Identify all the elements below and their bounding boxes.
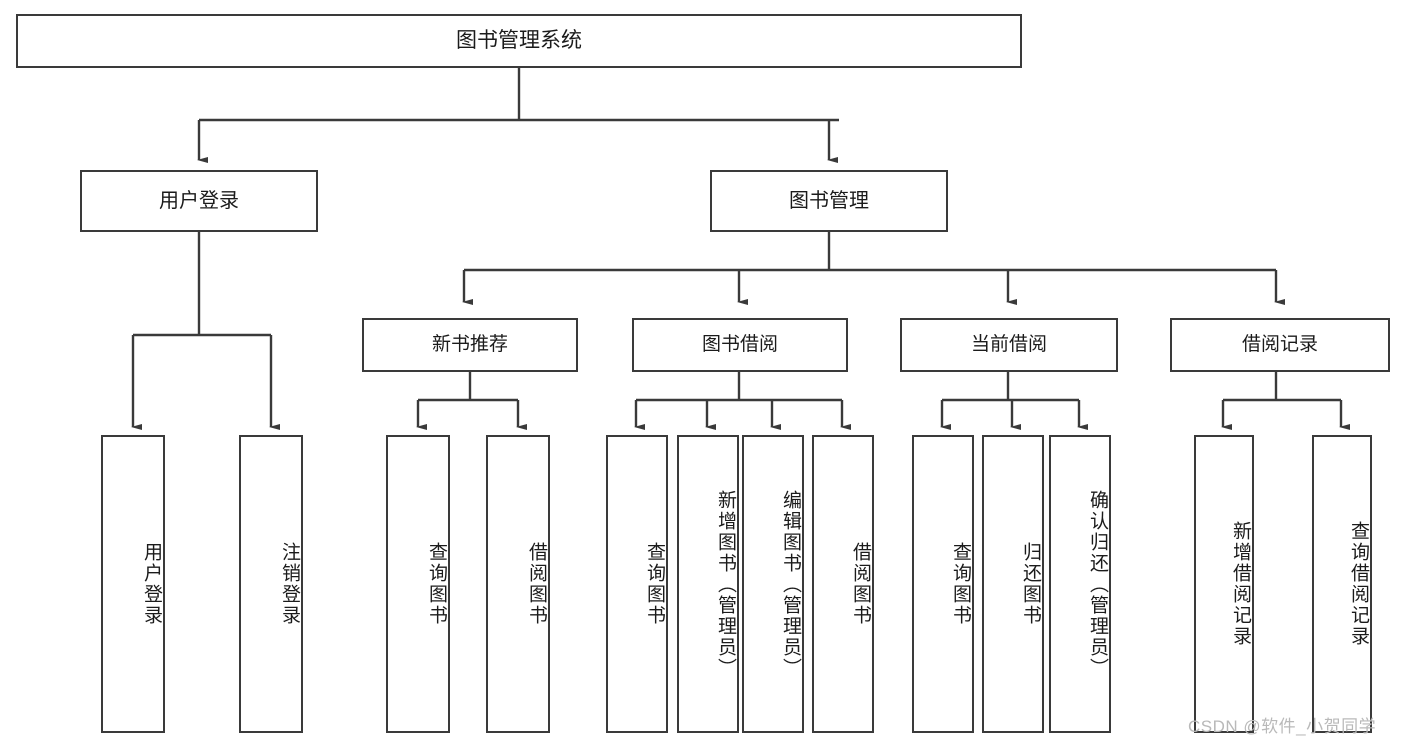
node-book-borrow[interactable]: 图书借阅 bbox=[632, 318, 848, 372]
node-current-borrow-label: 当前借阅 bbox=[970, 334, 1047, 356]
node-leaf-add-record[interactable]: 新增借阅记录 bbox=[1194, 435, 1254, 733]
node-leaf-query-book-3[interactable]: 查询图书 bbox=[912, 435, 974, 733]
node-user-login[interactable]: 用户登录 bbox=[80, 170, 318, 232]
node-leaf-user-login-label: 用户登录 bbox=[141, 542, 162, 626]
node-leaf-edit-book-label: 编辑图书（管理员） bbox=[780, 489, 801, 679]
node-leaf-add-record-label: 新增借阅记录 bbox=[1230, 521, 1251, 647]
node-leaf-logout-login[interactable]: 注销登录 bbox=[239, 435, 303, 733]
node-leaf-query-record-label: 查询借阅记录 bbox=[1348, 521, 1369, 647]
node-leaf-borrow-book-2-label: 借阅图书 bbox=[850, 542, 871, 626]
node-leaf-query-book-1[interactable]: 查询图书 bbox=[386, 435, 450, 733]
node-leaf-logout-login-label: 注销登录 bbox=[279, 542, 300, 626]
node-root-label: 图书管理系统 bbox=[456, 28, 582, 52]
node-leaf-query-book-1-label: 查询图书 bbox=[426, 542, 447, 626]
node-leaf-confirm-return[interactable]: 确认归还（管理员） bbox=[1049, 435, 1111, 733]
node-new-book-recommend-label: 新书推荐 bbox=[431, 334, 508, 356]
node-leaf-user-login[interactable]: 用户登录 bbox=[101, 435, 165, 733]
node-root[interactable]: 图书管理系统 bbox=[16, 14, 1022, 68]
node-new-book-recommend[interactable]: 新书推荐 bbox=[362, 318, 578, 372]
node-leaf-confirm-return-label: 确认归还（管理员） bbox=[1087, 489, 1108, 679]
watermark-text: CSDN @软件_小贺同学 bbox=[1188, 717, 1377, 736]
node-leaf-edit-book[interactable]: 编辑图书（管理员） bbox=[742, 435, 804, 733]
node-leaf-query-book-2[interactable]: 查询图书 bbox=[606, 435, 668, 733]
node-leaf-return-book-label: 归还图书 bbox=[1020, 542, 1041, 626]
node-leaf-borrow-book-1[interactable]: 借阅图书 bbox=[486, 435, 550, 733]
node-leaf-borrow-book-1-label: 借阅图书 bbox=[526, 542, 547, 626]
node-book-borrow-label: 图书借阅 bbox=[701, 334, 778, 356]
node-book-management[interactable]: 图书管理 bbox=[710, 170, 948, 232]
node-leaf-query-book-3-label: 查询图书 bbox=[950, 542, 971, 626]
node-borrow-record-label: 借阅记录 bbox=[1241, 334, 1318, 356]
node-leaf-add-book-label: 新增图书（管理员） bbox=[715, 489, 736, 679]
node-current-borrow[interactable]: 当前借阅 bbox=[900, 318, 1118, 372]
node-book-management-label: 图书管理 bbox=[789, 189, 869, 212]
node-leaf-return-book[interactable]: 归还图书 bbox=[982, 435, 1044, 733]
node-leaf-add-book[interactable]: 新增图书（管理员） bbox=[677, 435, 739, 733]
node-leaf-query-book-2-label: 查询图书 bbox=[644, 542, 665, 626]
node-leaf-borrow-book-2[interactable]: 借阅图书 bbox=[812, 435, 874, 733]
node-borrow-record[interactable]: 借阅记录 bbox=[1170, 318, 1390, 372]
node-leaf-query-record[interactable]: 查询借阅记录 bbox=[1312, 435, 1372, 733]
node-user-login-label: 用户登录 bbox=[159, 189, 239, 212]
